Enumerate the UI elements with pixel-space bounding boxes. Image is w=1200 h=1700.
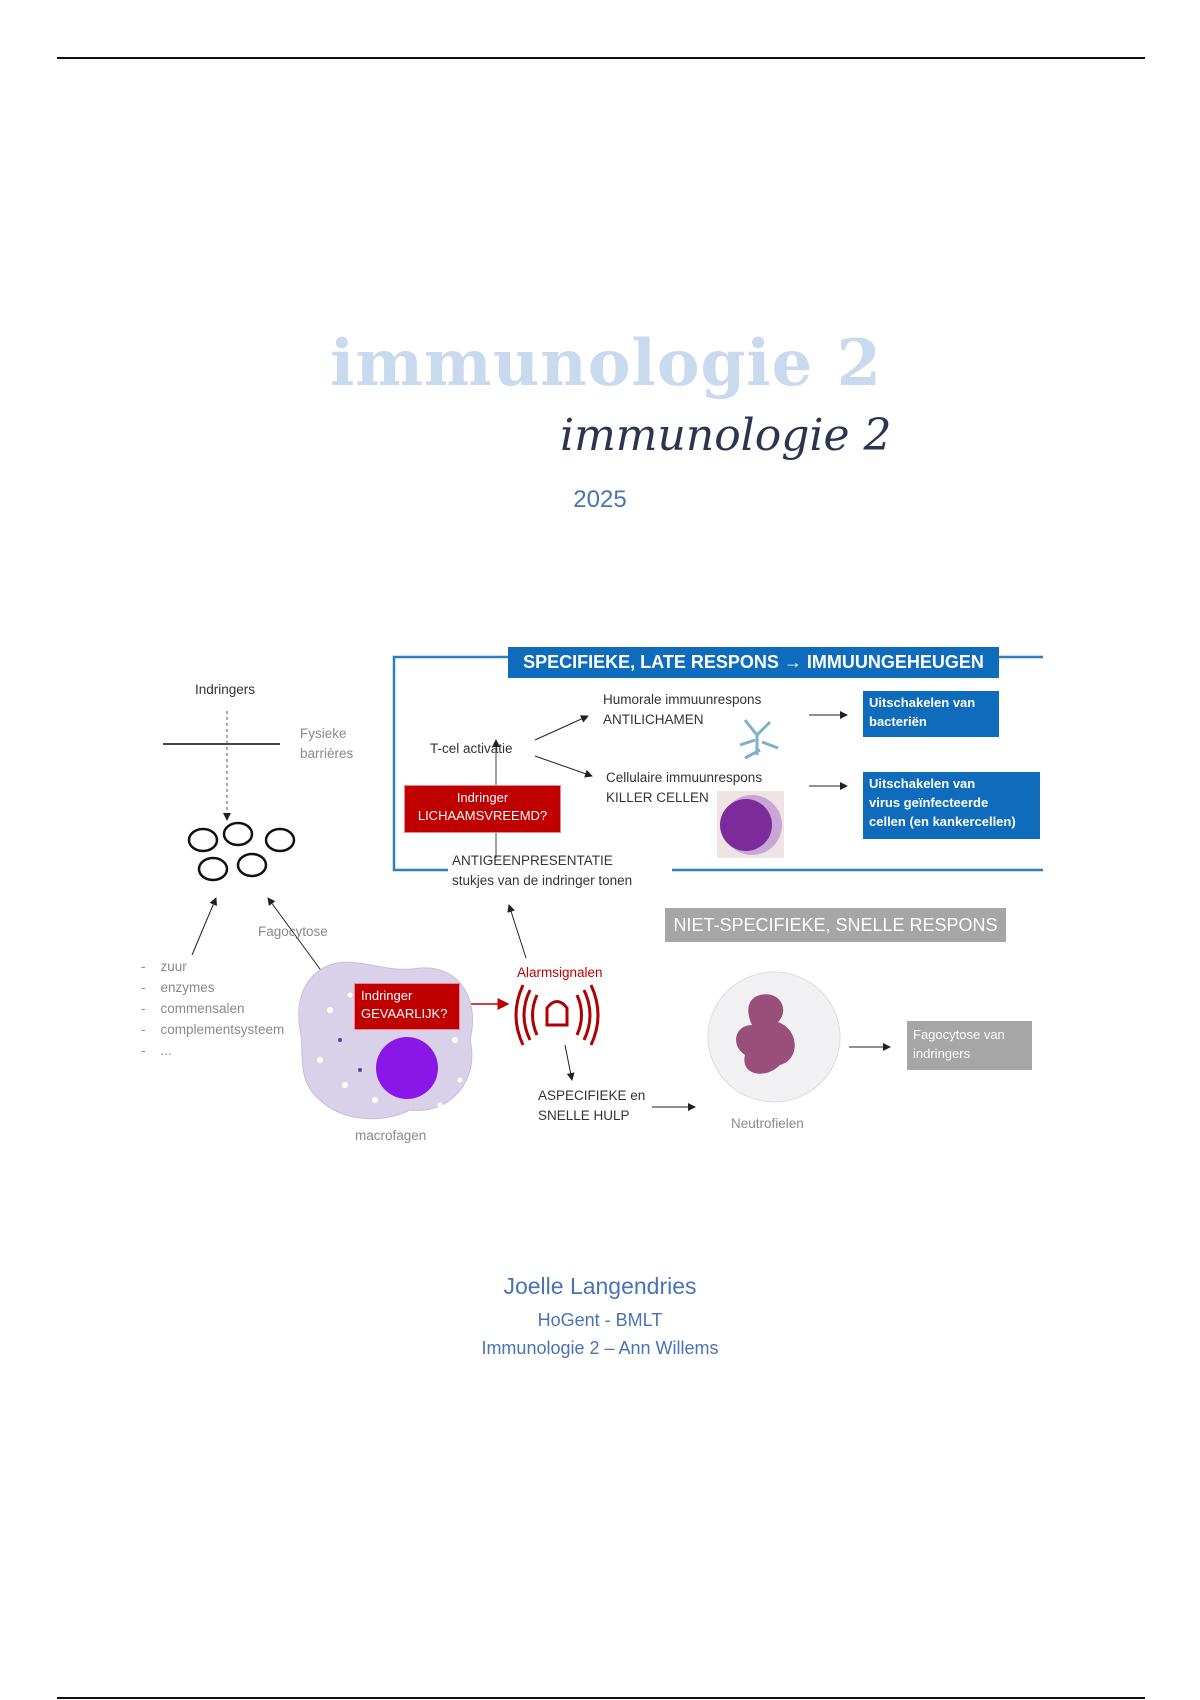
barriers-line-1: Fysieke bbox=[300, 726, 347, 741]
neutrophil-cell bbox=[707, 971, 841, 1103]
top-rule bbox=[57, 57, 1145, 59]
defense-item: - commensalen bbox=[141, 1001, 245, 1016]
defense-item: - zuur bbox=[141, 959, 187, 974]
course-info: Immunologie 2 – Ann Willems bbox=[481, 1338, 719, 1358]
killer-cell-image bbox=[717, 791, 784, 858]
year: 2025 bbox=[573, 486, 627, 513]
specific-header: SPECIFIEKE, LATE RESPONS → IMMUUNGEHEUGE… bbox=[508, 647, 999, 678]
defense-item: - ... bbox=[141, 1043, 172, 1058]
title-watermark: immunologie 2 bbox=[330, 326, 883, 401]
defense-item: - complementsysteem bbox=[141, 1022, 285, 1037]
invaders-label: Indringers bbox=[195, 682, 256, 697]
document-title: immunologie 2 bbox=[560, 410, 892, 461]
barriers-line-2: barrières bbox=[300, 745, 354, 761]
phagocytosis-label: Fagocytose bbox=[258, 924, 328, 939]
tcell-activation-label: T-cel activatie bbox=[430, 741, 513, 756]
author-school: HoGent - BMLT bbox=[537, 1310, 663, 1330]
alarm-signals-label: Alarmsignalen bbox=[517, 965, 603, 980]
defense-list: - zuur - enzymes - commensalen - complem… bbox=[141, 956, 284, 1061]
defense-item: - enzymes bbox=[141, 980, 215, 995]
nonspecific-header: NIET-SPECIFIEKE, SNELLE RESPONS bbox=[665, 908, 1006, 942]
bottom-rule bbox=[57, 1697, 1145, 1699]
macrophage-label: macrofagen bbox=[355, 1128, 427, 1143]
antibody-icon bbox=[739, 719, 779, 760]
alarm-bell-icon bbox=[514, 984, 600, 1046]
neutrophil-label: Neutrofielen bbox=[731, 1116, 804, 1131]
author-name: Joelle Langendries bbox=[503, 1273, 697, 1299]
invader-circles bbox=[187, 821, 296, 882]
physical-barriers-label: Fysieke barrières bbox=[300, 724, 353, 763]
